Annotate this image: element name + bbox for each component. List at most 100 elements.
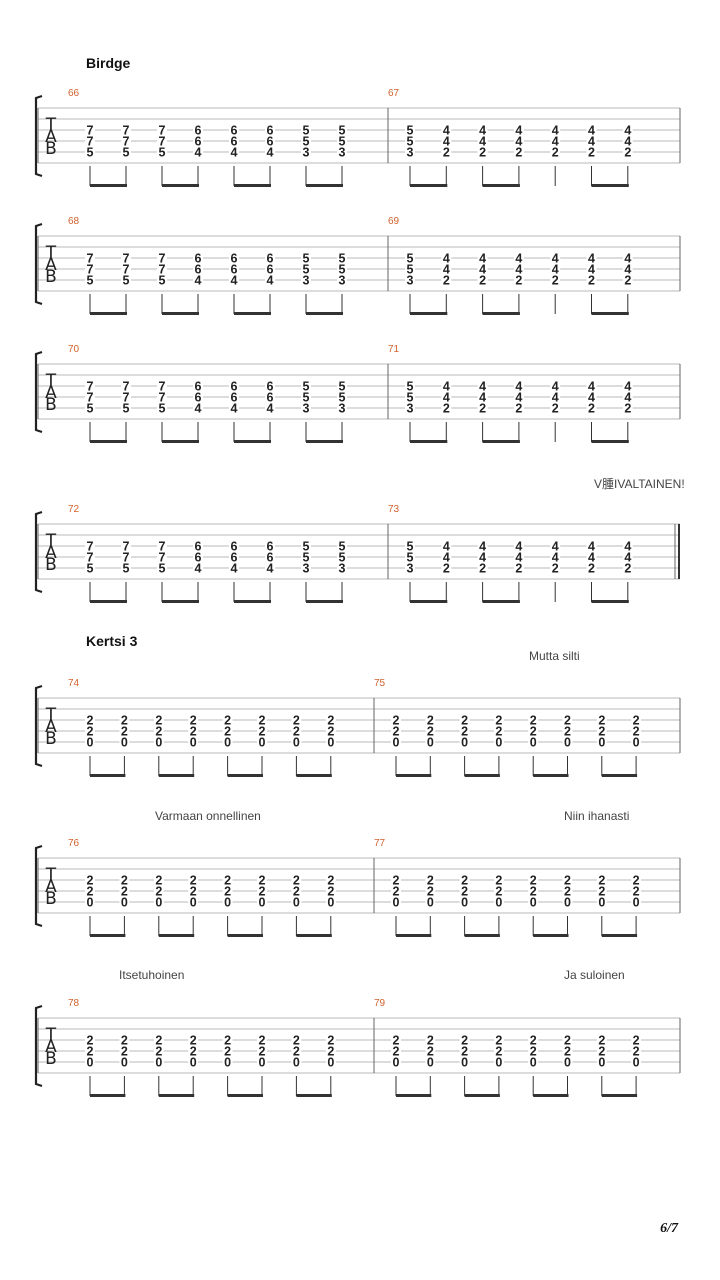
fret-bg	[301, 541, 311, 551]
fret-bg	[85, 136, 95, 146]
fret-number: 5	[407, 124, 414, 138]
fret-number: 4	[479, 540, 486, 554]
fret-number: 2	[427, 714, 434, 728]
fret-number: 5	[339, 263, 346, 277]
fret-number: 4	[515, 263, 522, 277]
beam	[162, 312, 199, 315]
fret-number: 2	[224, 714, 231, 728]
fret-number: 5	[407, 263, 414, 277]
fret-bg	[229, 253, 239, 263]
fret-bg	[188, 737, 199, 747]
fret-bg	[441, 253, 452, 263]
fret-bg	[477, 253, 488, 263]
fret-number: 7	[123, 391, 130, 405]
fret-bg	[441, 541, 452, 551]
fret-bg	[493, 1046, 504, 1056]
fret-number: 2	[87, 725, 94, 739]
fret-number: 2	[393, 725, 400, 739]
fret-number: 2	[564, 874, 571, 888]
measure-number: 71	[388, 344, 400, 355]
lyric-text: Ja suloinen	[564, 968, 625, 982]
fret-bg	[337, 403, 347, 413]
fret-bg	[425, 726, 436, 736]
beam	[410, 600, 448, 603]
fret-bg	[257, 726, 267, 736]
fret-bg	[586, 541, 597, 551]
fret-number: 4	[624, 540, 631, 554]
fret-bg	[337, 125, 347, 135]
fret-number: 7	[123, 124, 130, 138]
fret-number: 4	[195, 402, 202, 416]
fret-number: 2	[293, 874, 300, 888]
fret-number: 5	[407, 380, 414, 394]
tab-clef-letter: T	[45, 115, 57, 135]
fret-number: 2	[393, 1045, 400, 1059]
fret-number: 5	[407, 551, 414, 565]
fret-bg	[193, 541, 203, 551]
fret-number: 3	[407, 146, 414, 160]
tab-staff-svg: TAB7822022022022022022022022079220220220…	[34, 998, 681, 1097]
fret-number: 0	[564, 896, 571, 910]
fret-number: 0	[461, 1056, 468, 1070]
beam	[234, 312, 271, 315]
fret-bg	[85, 264, 95, 274]
fret-number: 2	[443, 402, 450, 416]
fret-number: 4	[588, 540, 595, 554]
fret-number: 2	[393, 1034, 400, 1048]
fret-number: 4	[552, 540, 559, 554]
fret-number: 2	[515, 274, 522, 288]
beam	[601, 774, 638, 777]
fret-number: 4	[231, 146, 238, 160]
beam	[464, 774, 500, 777]
fret-number: 2	[515, 146, 522, 160]
fret-bg	[459, 1057, 470, 1067]
fret-number: 2	[461, 885, 468, 899]
fret-bg	[631, 886, 642, 896]
fret-number: 2	[552, 562, 559, 576]
fret-number: 6	[267, 124, 274, 138]
fret-number: 7	[87, 391, 94, 405]
fret-bg	[121, 275, 131, 285]
fret-number: 4	[231, 562, 238, 576]
fret-bg	[562, 737, 573, 747]
fret-number: 0	[121, 1056, 128, 1070]
fret-bg	[257, 875, 267, 885]
fret-number: 4	[443, 540, 450, 554]
fret-bg	[301, 381, 311, 391]
fret-number: 7	[159, 124, 166, 138]
beam	[90, 1094, 126, 1097]
fret-bg	[513, 125, 524, 135]
fret-number: 5	[159, 402, 166, 416]
fret-bg	[193, 563, 203, 573]
fret-bg	[119, 715, 130, 725]
fret-bg	[85, 392, 95, 402]
tab-clef-letter: B	[45, 1049, 57, 1069]
fret-bg	[562, 875, 573, 885]
measure-number: 78	[68, 998, 80, 1009]
fret-bg	[596, 886, 607, 896]
fret-bg	[119, 726, 130, 736]
tab-clef-letter: B	[45, 139, 57, 159]
fret-bg	[301, 563, 311, 573]
fret-number: 2	[155, 1045, 162, 1059]
tab-clef-letter: A	[45, 717, 57, 737]
fret-bg	[477, 541, 488, 551]
fret-number: 7	[87, 540, 94, 554]
fret-number: 4	[515, 391, 522, 405]
fret-bg	[337, 541, 347, 551]
fret-bg	[193, 275, 203, 285]
fret-number: 2	[495, 725, 502, 739]
fret-number: 2	[327, 1034, 334, 1048]
fret-number: 4	[588, 551, 595, 565]
fret-bg	[257, 897, 267, 907]
fret-number: 2	[87, 1045, 94, 1059]
fret-bg	[153, 886, 164, 896]
measure-number: 76	[68, 838, 80, 849]
fret-bg	[85, 715, 95, 725]
fret-bg	[119, 897, 130, 907]
fret-number: 2	[564, 725, 571, 739]
fret-bg	[477, 264, 488, 274]
fret-number: 4	[552, 391, 559, 405]
fret-bg	[193, 136, 203, 146]
